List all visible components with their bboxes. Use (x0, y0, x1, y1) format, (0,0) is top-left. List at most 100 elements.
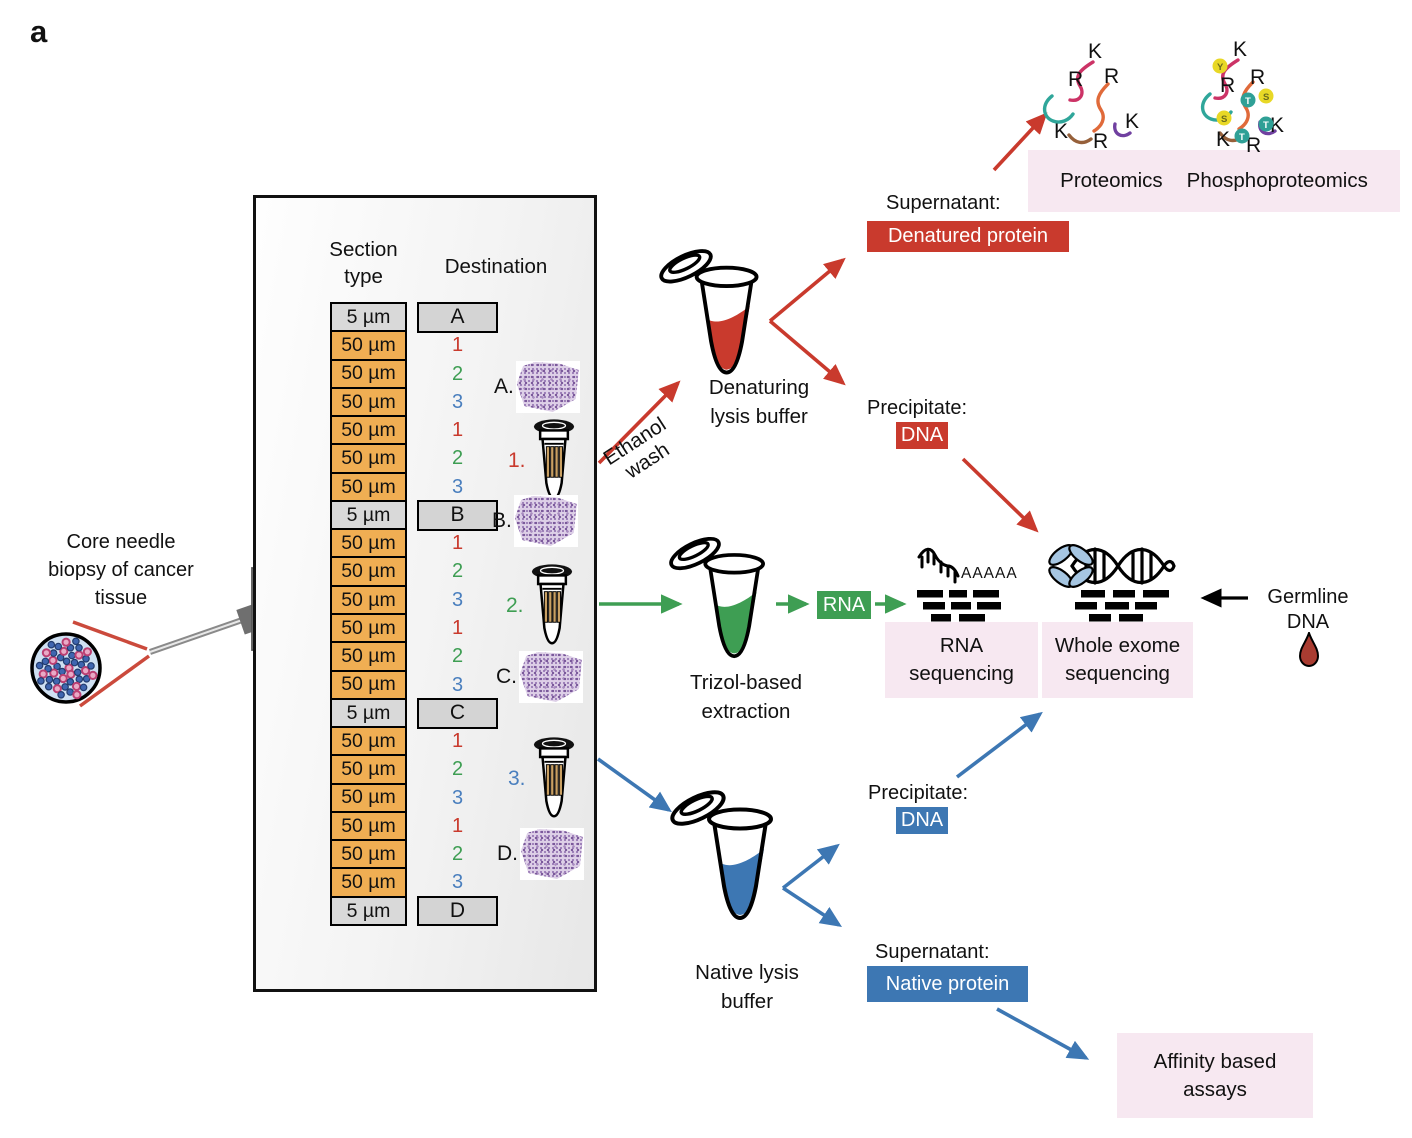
destination-number: 1 (451, 616, 464, 639)
section-cell: 50 µm (330, 528, 407, 559)
poly-a-tail-label: AAAAA (961, 565, 1018, 582)
germline-line2: DNA (1286, 611, 1330, 633)
cell-dot-blue (57, 691, 65, 699)
specimen-c-label: C. (496, 665, 517, 688)
biopsy-caption-line1: Core needle (66, 531, 176, 553)
wes-line2: sequencing (1065, 662, 1170, 685)
blood-drop-icon (1298, 632, 1320, 667)
section-cell: 50 µm (330, 443, 407, 475)
native-lysis-line2: buffer (720, 990, 774, 1013)
destination-number: 2 (451, 645, 464, 668)
cell-dot-blue (79, 683, 88, 692)
section-cell: 50 µm (330, 612, 407, 644)
mod-s: S (1263, 92, 1269, 103)
germline-line1: Germline (1267, 586, 1349, 608)
cell-dot-pink (49, 668, 59, 678)
cell-dot-blue (73, 668, 82, 677)
proteomics-outputs-box: Proteomics Phosphoproteomics (1028, 150, 1400, 212)
cell-dot-pink (48, 655, 58, 666)
cell-dot-blue (41, 657, 50, 666)
cell-dot-blue (75, 675, 84, 684)
cell-dot-blue (75, 644, 83, 652)
destination-number: 2 (451, 758, 464, 781)
rna-seq-line2: sequencing (909, 662, 1014, 685)
cell-dot-pink (58, 673, 68, 684)
destination-number: 3 (451, 588, 464, 611)
residue-r: R (1104, 65, 1119, 88)
specimen-a-label: A. (494, 375, 514, 398)
cell-dot-blue (72, 637, 80, 646)
destination-slide-c: C (417, 697, 498, 729)
native-lysis-label: Native lysis buffer (676, 958, 818, 1016)
arrow-to-denatured-protein (768, 257, 846, 323)
residue-k: K (1233, 38, 1247, 61)
dna-red-badge: DNA (896, 422, 948, 449)
section-cell: 5 µm (330, 302, 407, 333)
section-cell: 50 µm (330, 358, 407, 390)
denaturing-lysis-line2: lysis buffer (710, 405, 808, 428)
tube-1: 1. (508, 418, 578, 504)
trizol-line2: extraction (701, 700, 791, 723)
wes-line1: Whole exome (1054, 634, 1181, 657)
mod-s: S (1221, 114, 1227, 125)
section-type-header-line1: Section (329, 238, 398, 261)
destination-number: 2 (451, 843, 464, 866)
tube-2: 2. (506, 563, 576, 649)
section-cell: 50 µm (330, 415, 407, 446)
residue-k: K (1088, 40, 1102, 63)
wes-reads-icon (1075, 590, 1169, 622)
section-cell: 50 µm (330, 782, 407, 814)
destination-number: 1 (451, 730, 464, 753)
dna-helix-icon (1048, 544, 1176, 588)
cell-dot-blue (68, 651, 76, 660)
section-cell: 50 µm (330, 810, 407, 842)
section-tube-icon (530, 563, 573, 645)
native-lysis-tube-icon (668, 786, 773, 920)
rna-seq-line1: RNA (939, 634, 984, 657)
cell-dot-pink (81, 666, 91, 676)
arrow-red-dna-to-wes (961, 457, 1039, 533)
cell-dot-blue (44, 682, 53, 691)
specimen-b-label: B. (492, 509, 512, 532)
cell-dot-pink (88, 670, 98, 681)
rna-badge: RNA (817, 591, 871, 619)
residue-k: K (1054, 120, 1068, 143)
cell-dot-blue (52, 677, 61, 686)
arrow-box-to-native (596, 757, 672, 813)
destination-number: 1 (451, 334, 464, 357)
destination-number: 1 (451, 814, 464, 837)
specimen-b: B. (492, 495, 578, 547)
cell-dot-blue (87, 662, 95, 670)
cell-dot-blue (62, 657, 71, 666)
trizol-tube-icon (665, 533, 765, 659)
cell-dot-blue (35, 661, 44, 670)
cell-dot-blue (70, 658, 79, 667)
cell-dot-pink (66, 669, 76, 679)
cell-dot-blue (66, 644, 75, 652)
destination-number: 3 (451, 673, 464, 696)
histology-image-a (515, 361, 580, 413)
callout-line-top (72, 620, 148, 651)
protein-icon: K R R K R K (1042, 40, 1139, 153)
affinity-line2: assays (1183, 1077, 1247, 1101)
arrow-to-native-protein (782, 886, 843, 927)
mod-t: T (1245, 96, 1251, 107)
native-lysis-line1: Native lysis (695, 961, 799, 984)
section-cell: 50 µm (330, 471, 407, 503)
phosphoproteomics-label: Phosphoproteomics (1186, 169, 1368, 192)
biopsy-caption: Core needle biopsy of cancer tissue (30, 528, 212, 612)
arrow-to-precipitate-dna-blue (781, 843, 840, 890)
chromatin-bow-icon (1048, 544, 1094, 588)
phosphoprotein-icon: K R R K K R Y S T S T T (1200, 38, 1284, 157)
section-cell: 50 µm (330, 754, 407, 786)
section-cell: 50 µm (330, 386, 407, 418)
mod-t: T (1263, 120, 1269, 131)
section-cell: 5 µm (330, 895, 407, 927)
cell-dot-blue (44, 664, 52, 673)
destination-number: 2 (451, 362, 464, 385)
destination-header: Destination (444, 255, 548, 278)
rna-reads-icon (917, 590, 1001, 622)
residue-r: R (1246, 134, 1261, 157)
